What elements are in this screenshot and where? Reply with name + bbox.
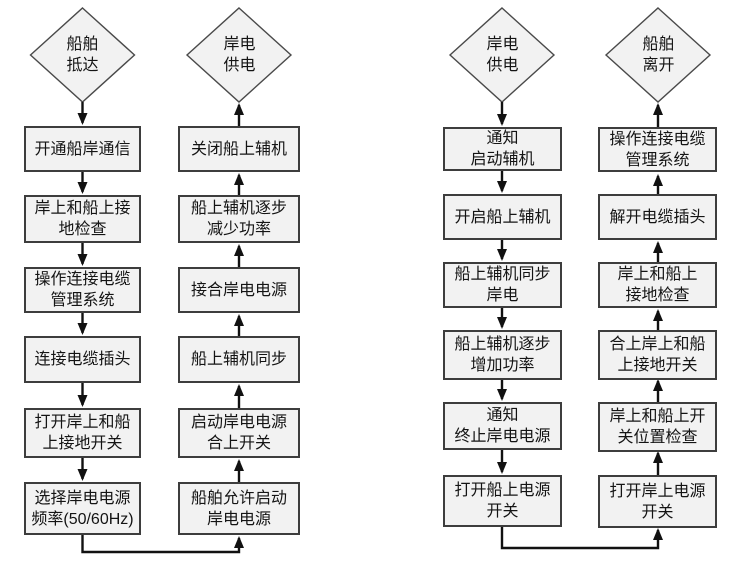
flow-step: 解开电缆插头 — [598, 194, 717, 240]
flow-step: 启动岸电电源 合上开关 — [178, 408, 300, 458]
terminal-ship-depart: 船舶 离开 — [642, 36, 675, 74]
flow-step: 打开岸上和船 上接地开关 — [24, 408, 141, 458]
flow-step: 通知 终止岸电电源 — [443, 402, 562, 450]
flow-step: 船上辅机同步 — [178, 336, 300, 383]
flow-step: 船上辅机逐步 减少功率 — [178, 195, 300, 243]
terminal-ship-arrive: 船舶 抵达 — [66, 36, 99, 74]
flow-elbow-connector — [81, 535, 244, 554]
flow-step: 打开岸上电源 开关 — [598, 475, 717, 528]
flow-step: 关闭船上辅机 — [178, 126, 300, 172]
flow-step: 船舶允许启动 岸电电源 — [178, 482, 300, 535]
flow-step: 开启船上辅机 — [443, 194, 562, 240]
flow-step: 选择岸电电源 频率(50/60Hz) — [24, 482, 141, 535]
terminal-shore-power-on-right: 岸电 供电 — [486, 36, 519, 74]
terminal-shore-power-on-left: 岸电 供电 — [223, 36, 256, 74]
diamond-shape-ship-depart — [604, 7, 712, 103]
flow-step: 开通船岸通信 — [24, 126, 141, 172]
flow-step: 连接电缆插头 — [24, 336, 141, 383]
flow-step: 接合岸电电源 — [178, 267, 300, 313]
diamond-shape-shore-power-on-left — [185, 7, 293, 103]
flow-step: 船上辅机逐步 增加功率 — [443, 330, 562, 380]
flow-step: 岸上和船上 接地检查 — [598, 262, 717, 308]
flow-step: 通知 启动辅机 — [443, 127, 562, 171]
flow-step: 合上岸上和船 上接地开关 — [598, 330, 717, 380]
flow-step: 打开船上电源 开关 — [443, 475, 562, 527]
flow-elbow-connector — [500, 527, 663, 550]
flow-step: 操作连接电缆 管理系统 — [598, 127, 717, 172]
flow-step: 船上辅机同步 岸电 — [443, 262, 562, 308]
flow-step: 岸上和船上开 关位置检查 — [598, 402, 717, 452]
flow-step: 岸上和船上接 地检查 — [24, 195, 141, 243]
flow-step: 操作连接电缆 管理系统 — [24, 267, 141, 313]
